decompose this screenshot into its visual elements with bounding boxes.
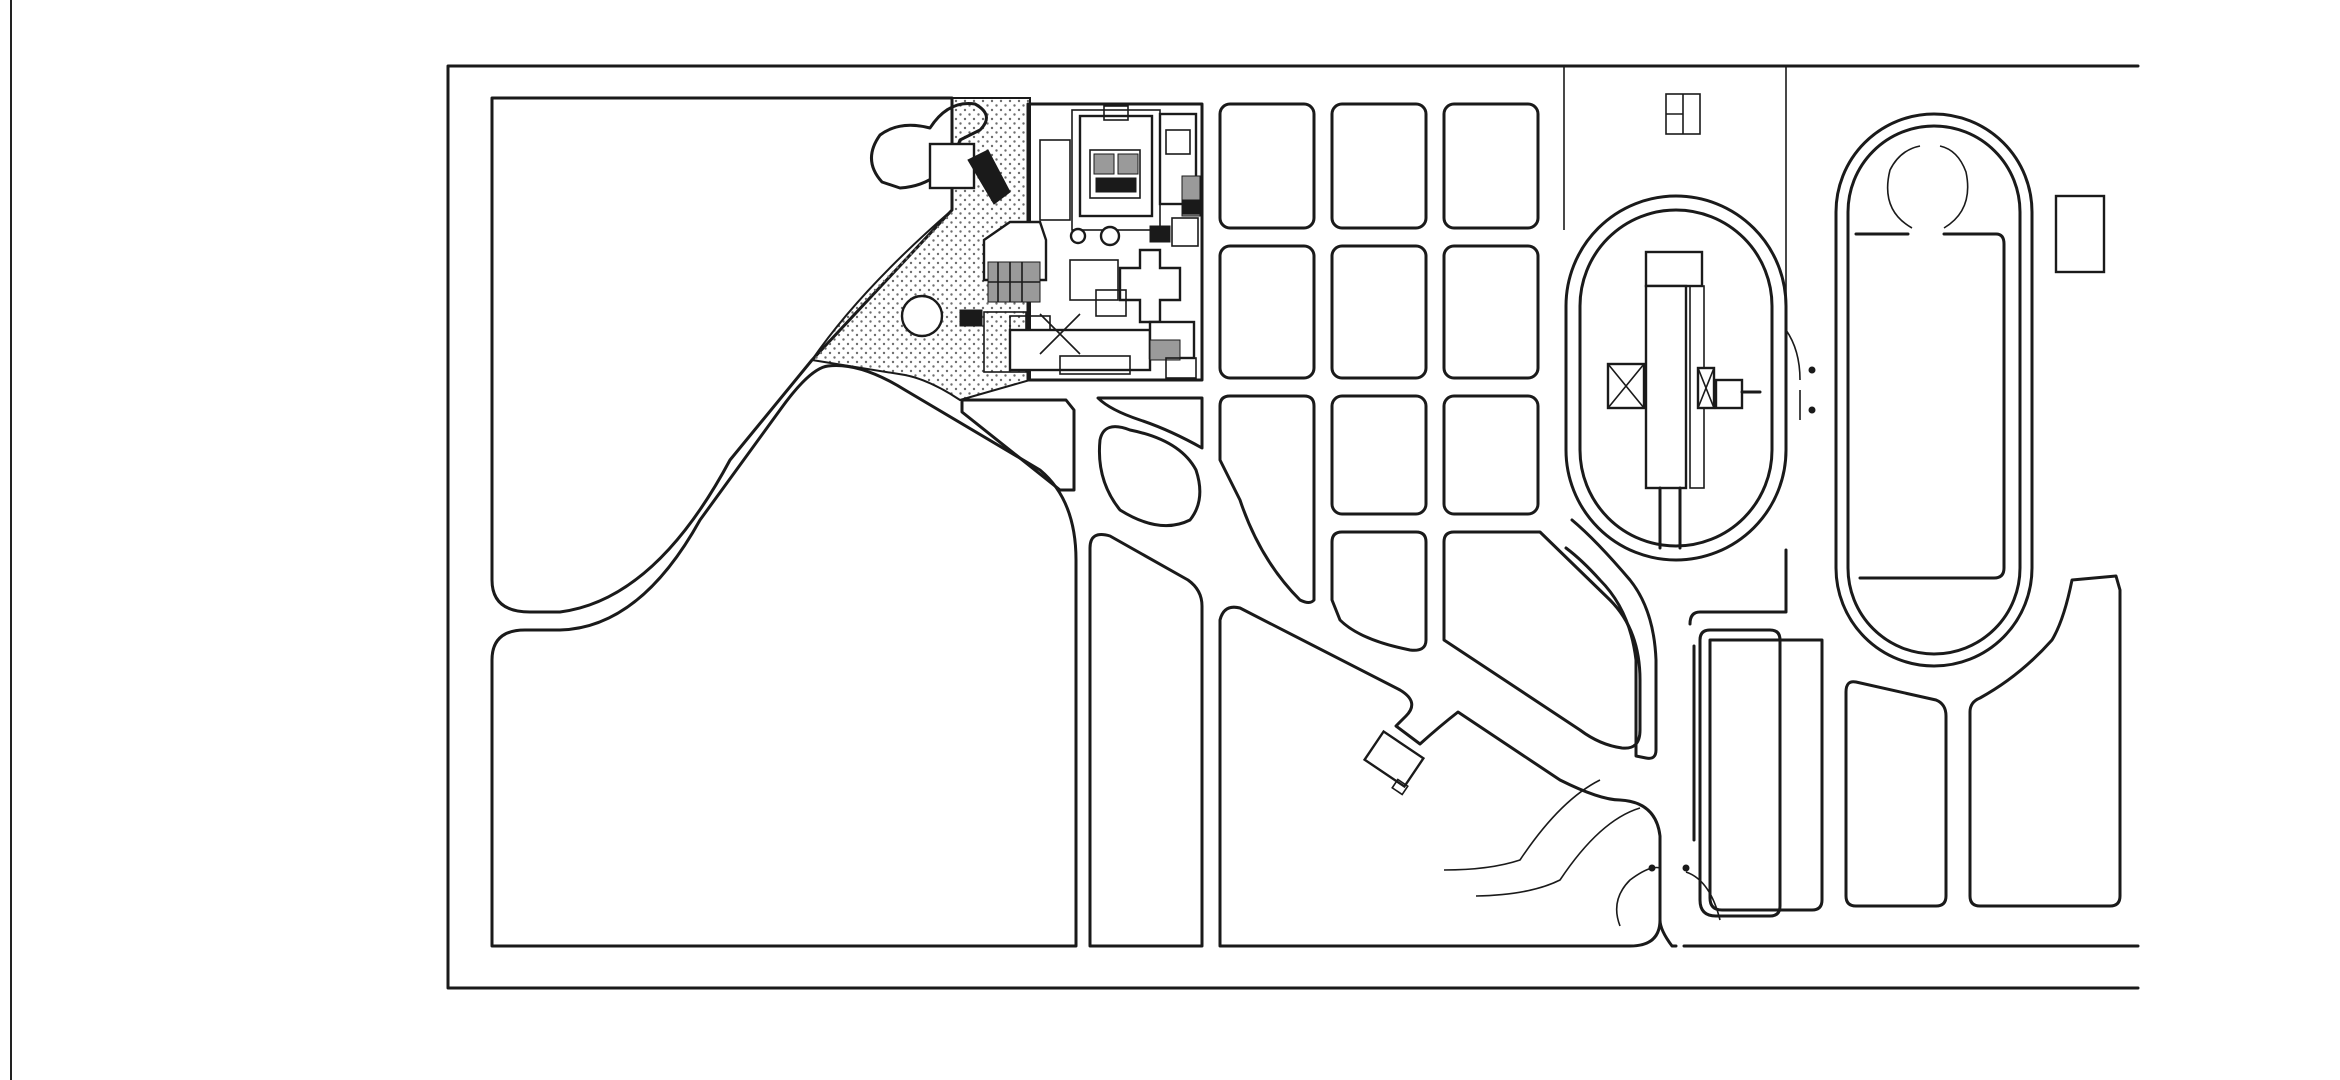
central-strip-upper xyxy=(1096,396,1204,450)
east-field-4 xyxy=(1968,574,2122,908)
south-east-edge xyxy=(1658,918,1678,948)
plaza-wedge xyxy=(967,149,1011,205)
block-r3c2 xyxy=(1330,394,1428,516)
south-central-block xyxy=(1218,605,1662,948)
central-strip-block xyxy=(1088,533,1204,948)
marker-4 xyxy=(1682,864,1690,872)
service-curve-east xyxy=(1685,871,1721,921)
frame-left-rule xyxy=(10,0,12,1080)
block-r1c2 xyxy=(1330,102,1428,230)
plaza-fountain xyxy=(900,294,944,338)
block-r2c1 xyxy=(1218,244,1316,380)
ne-lot-divider xyxy=(1563,66,1787,330)
block-r4c3 xyxy=(1442,530,1642,750)
block-r2c2 xyxy=(1330,244,1428,380)
plaza-kiosk xyxy=(928,142,976,190)
block-r4c2 xyxy=(1330,530,1428,652)
block-r3c3 xyxy=(1442,394,1540,516)
marker-2 xyxy=(1808,406,1816,414)
service-path xyxy=(1443,779,1601,871)
east-field-1 xyxy=(1698,628,1782,918)
block-r1c3 xyxy=(1442,102,1540,230)
running-track xyxy=(1834,112,2106,668)
marker-3 xyxy=(1648,864,1656,872)
ne-lot-edge xyxy=(1785,329,1801,420)
block-r3c1 xyxy=(1218,394,1316,604)
service-path-2 xyxy=(1475,807,1641,897)
marker-1 xyxy=(1808,366,1816,374)
service-arc xyxy=(1615,866,1661,927)
east-field-3 xyxy=(1844,680,1948,908)
east-field-5 xyxy=(1688,548,1788,626)
central-strip-west xyxy=(960,398,1076,492)
site-boundary xyxy=(446,64,2140,990)
block-r2c3 xyxy=(1442,244,1540,380)
west-lower-block xyxy=(490,364,1078,948)
stadium-access-road xyxy=(1564,518,1658,760)
small-pavilion xyxy=(1362,729,1426,796)
block-r1c1 xyxy=(1218,102,1316,230)
east-field-lot xyxy=(1708,638,1824,912)
west-upper-block xyxy=(490,96,954,614)
main-building-complex xyxy=(959,102,1204,382)
block-grid xyxy=(1218,102,1642,750)
central-strip-pond xyxy=(1097,425,1202,528)
stadium-track xyxy=(1564,194,1788,562)
